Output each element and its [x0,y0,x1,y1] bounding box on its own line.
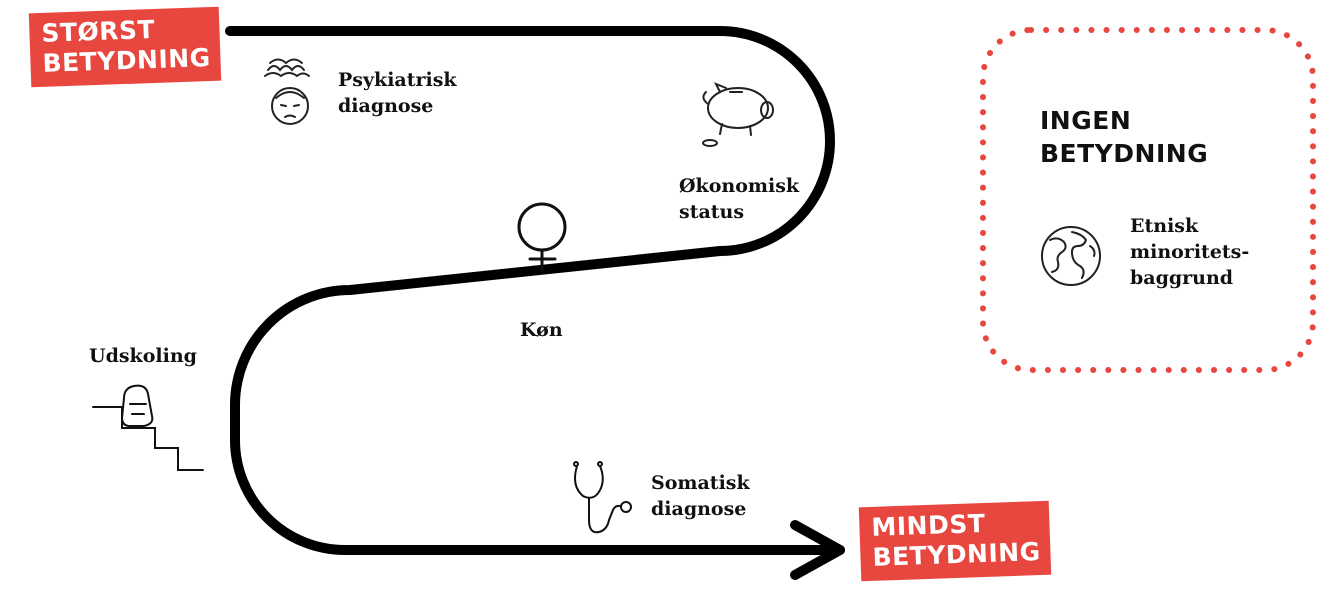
label-udskoling: Udskoling [89,343,197,369]
label-psykiatrisk-diagnose: Psykiatrisk diagnose [338,67,457,119]
label-line: minoritets- [1130,241,1250,263]
label-line: Køn [520,319,563,341]
label-line: Udskoling [89,345,197,367]
no-effect-heading: INGEN BETYDNING [1040,104,1208,170]
label-line: diagnose [651,498,747,520]
label-line: Somatisk [651,472,750,494]
female-symbol-icon [517,202,567,272]
most-significance-tag: STØRST BETYDNING [28,6,222,88]
backpack-stairs-icon [92,384,204,471]
label-etnisk-minoritetsbaggrund: Etnisk minoritets- baggrund [1130,213,1249,291]
label-line: Etnisk [1130,215,1199,237]
stressed-person-icon [264,58,310,125]
tag-line: BETYDNING [872,537,1042,572]
tag-line: BETYDNING [42,43,212,78]
globe-icon [1041,226,1101,286]
no-effect-box [980,27,1316,373]
piggy-bank-icon [702,82,774,147]
arrow-head [790,520,845,580]
least-significance-tag: MINDST BETYDNING [858,500,1052,582]
label-okonomisk-status: Økonomisk status [679,173,799,225]
label-somatisk-diagnose: Somatisk diagnose [651,470,750,522]
label-line: status [679,201,745,223]
stethoscope-icon [573,461,632,534]
label-line: Psykiatrisk [338,69,457,91]
heading-line: INGEN [1040,106,1132,135]
label-line: Økonomisk [679,175,800,197]
label-kon: Køn [520,317,563,343]
label-line: diagnose [338,95,434,117]
ranking-path [225,26,845,555]
heading-line: BETYDNING [1040,139,1209,168]
label-line: baggrund [1130,267,1234,289]
